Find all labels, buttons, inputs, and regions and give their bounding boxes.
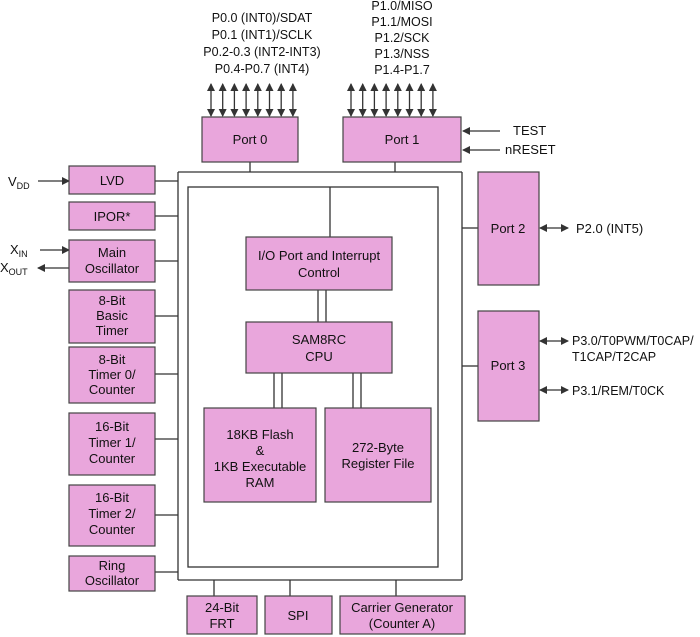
main-oscillator-block: Main Oscillator [68,239,156,283]
timer0-line1: 8-Bit [99,352,126,367]
basic-timer-block: 8-Bit Basic Timer [68,289,156,344]
port0-pin-label: P0.4-P0.7 (INT4) [215,62,309,76]
timer2-block: 16-Bit Timer 2/ Counter [68,484,156,547]
port2-label: Port 2 [491,221,526,236]
flash-line1: 18KB Flash [226,427,293,442]
spi-label: SPI [288,608,309,623]
xout-label: XOUT [0,260,28,277]
lvd-block: LVD [68,165,156,195]
flash-line3: 1KB Executable [214,459,307,474]
carrier-generator-block: Carrier Generator (Counter A) [339,595,466,635]
frt-block: 24-Bit FRT [186,595,258,635]
carrier-line1: Carrier Generator [351,600,454,615]
signal-arrows [37,127,569,394]
port0-block: Port 0 [201,116,299,163]
test-label: TEST [513,123,546,138]
ring-oscillator-block: Ring Oscillator [68,555,156,592]
port0-pin-labels: P0.0 (INT0)/SDAT P0.1 (INT1)/SCLK P0.2-0… [203,11,320,76]
timer0-line2: Timer 0/ [88,367,136,382]
p31-label: P3.1/REM/T0CK [572,384,665,398]
lvd-label: LVD [100,173,124,188]
basic-timer-line3: Timer [96,323,129,338]
flash-line4: RAM [246,475,275,490]
timer0-line3: Counter [89,382,136,397]
port2-block: Port 2 [477,171,540,286]
port0-pin-arrows [207,83,297,117]
main-osc-line2: Oscillator [85,261,140,276]
timer0-block: 8-Bit Timer 0/ Counter [68,346,156,404]
register-file-block: 272-Byte Register File [324,407,432,503]
port0-pin-label: P0.1 (INT1)/SCLK [212,28,313,42]
vdd-label: VDD [8,174,30,191]
io-ctrl-line1: I/O Port and Interrupt [258,248,381,263]
port1-label: Port 1 [385,132,420,147]
port1-block: Port 1 [342,116,462,163]
timer1-line3: Counter [89,451,136,466]
port3-block: Port 3 [477,310,540,422]
ipor-block: IPOR* [68,201,156,231]
port1-pin-label: P1.2/SCK [375,31,431,45]
ring-osc-line2: Oscillator [85,573,140,588]
nreset-label: nRESET [505,142,556,157]
port0-pin-label: P0.0 (INT0)/SDAT [212,11,313,25]
port0-label: Port 0 [233,132,268,147]
io-ctrl-line2: Control [298,265,340,280]
xin-label: XIN [10,242,28,259]
timer2-line2: Timer 2/ [88,506,136,521]
spi-block: SPI [264,595,333,635]
basic-timer-line2: Basic [96,308,128,323]
port1-pin-label: P1.0/MISO [371,0,432,13]
regfile-line1: 272-Byte [352,440,404,455]
cpu-line1: SAM8RC [292,332,346,347]
port1-pin-label: P1.3/NSS [375,47,430,61]
port0-pin-label: P0.2-0.3 (INT2-INT3) [203,45,320,59]
ring-osc-line1: Ring [99,558,126,573]
flash-ram-block: 18KB Flash & 1KB Executable RAM [203,407,317,503]
timer2-line1: 16-Bit [95,490,129,505]
basic-timer-line1: 8-Bit [99,293,126,308]
ipor-label: IPOR* [94,209,131,224]
p20-label: P2.0 (INT5) [576,221,643,236]
cpu-line2: CPU [305,349,332,364]
p30-label-line1: P3.0/T0PWM/T0CAP/ [572,334,694,348]
port3-label: Port 3 [491,358,526,373]
frt-line2: FRT [209,616,234,631]
frt-line1: 24-Bit [205,600,239,615]
cpu-block: SAM8RC CPU [245,321,393,374]
port1-pin-label: P1.1/MOSI [371,15,432,29]
port1-pin-arrows [347,83,437,117]
timer1-block: 16-Bit Timer 1/ Counter [68,412,156,476]
regfile-line2: Register File [342,456,415,471]
carrier-line2: (Counter A) [369,616,435,631]
io-interrupt-control-block: I/O Port and Interrupt Control [245,236,393,291]
timer1-line2: Timer 1/ [88,435,136,450]
port1-pin-label: P1.4-P1.7 [374,63,430,77]
flash-line2: & [256,443,265,458]
timer2-line3: Counter [89,522,136,537]
main-osc-line1: Main [98,245,126,260]
timer1-line1: 16-Bit [95,419,129,434]
bus-wires [155,162,478,596]
port1-pin-labels: P1.0/MISO P1.1/MOSI P1.2/SCK P1.3/NSS P1… [371,0,432,77]
p30-label-line2: T1CAP/T2CAP [572,350,656,364]
